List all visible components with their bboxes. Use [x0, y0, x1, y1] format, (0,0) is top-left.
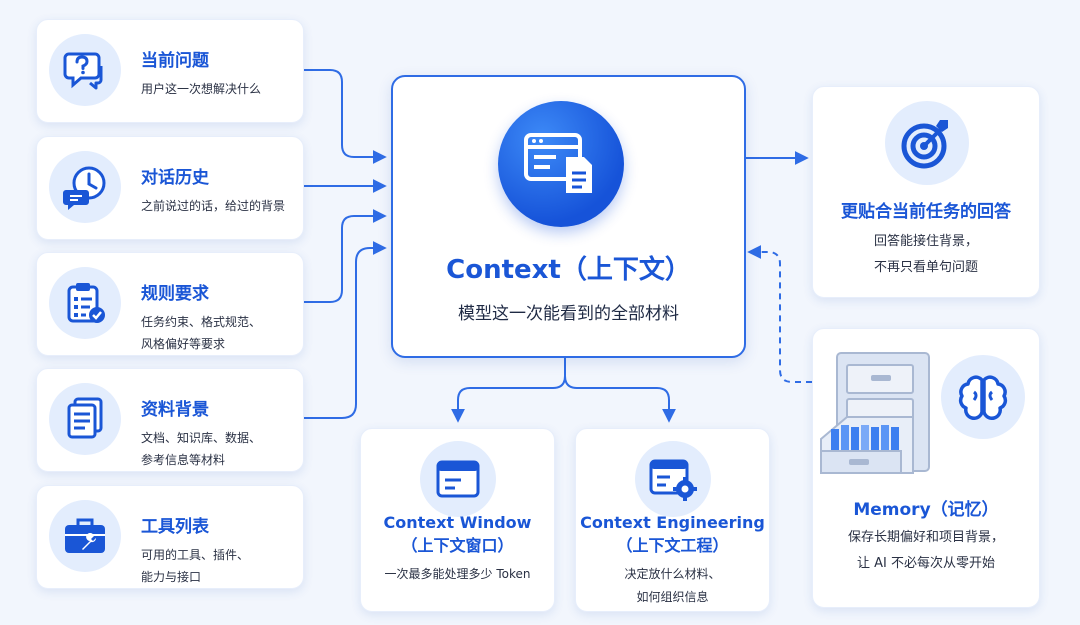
- toolbox-icon: [49, 500, 121, 572]
- history-title: 对话历史: [141, 168, 209, 188]
- left-card-data: 资料背景 文档、知识库、数据、 参考信息等材料: [36, 368, 304, 472]
- history-desc: 之前说过的话，给过的背景: [141, 199, 286, 213]
- context-window-title: Context Window （上下文窗口）: [383, 513, 532, 555]
- arrow-context-split-right: [564, 375, 676, 423]
- memory-card: Memory（记忆） 保存长期偏好和项目背景， 让 AI 不必每次从零开始: [812, 328, 1040, 608]
- arrow-context-split: [451, 358, 566, 423]
- context-title: Context（上下文）: [446, 255, 691, 285]
- context-engineering-desc: 决定放什么材料、 如何组织信息: [624, 567, 721, 604]
- question-chat-icon: [49, 34, 121, 106]
- rules-title: 规则要求: [141, 284, 209, 304]
- context-window-desc: 一次最多能处理多少 Token: [384, 567, 531, 581]
- window-gear-icon: [634, 441, 711, 517]
- left-card-rules: 规则要求 任务约束、格式规范、 风格偏好等要求: [36, 252, 304, 356]
- left-card-question: 当前问题 用户这一次想解决什么: [36, 19, 304, 123]
- memory-title: Memory（记忆）: [853, 500, 999, 520]
- context-box: Context（上下文） 模型这一次能看到的全部材料: [391, 75, 746, 358]
- target-icon: [885, 101, 969, 185]
- data-desc: 文档、知识库、数据、 参考信息等材料: [141, 431, 262, 467]
- browser-window-icon: [419, 441, 496, 517]
- window-document-icon: [498, 101, 624, 227]
- output-title: 更贴合当前任务的回答: [841, 202, 1011, 222]
- question-desc: 用户这一次想解决什么: [141, 82, 262, 96]
- rules-desc: 任务约束、格式规范、 风格偏好等要求: [141, 315, 262, 351]
- output-desc: 回答能接住背景， 不再只看单句问题: [873, 234, 978, 275]
- context-desc: 模型这一次能看到的全部材料: [458, 304, 679, 324]
- arrow-data-to-context: [304, 241, 387, 419]
- documents-icon: [49, 383, 121, 455]
- left-card-history: 对话历史 之前说过的话，给过的背景: [36, 136, 304, 240]
- output-card: 更贴合当前任务的回答 回答能接住背景， 不再只看单句问题: [812, 86, 1040, 298]
- tools-desc: 可用的工具、插件、 能力与接口: [141, 548, 250, 584]
- clipboard-check-icon: [49, 267, 121, 339]
- context-window-card: Context Window （上下文窗口） 一次最多能处理多少 Token: [360, 428, 555, 612]
- history-clock-icon: [49, 151, 121, 223]
- brain-icon: [941, 355, 1025, 439]
- arrow-question-to-context: [304, 69, 387, 164]
- context-engineering-title: Context Engineering （上下文工程）: [580, 513, 765, 555]
- context-engineering-card: Context Engineering （上下文工程） 决定放什么材料、 如何组…: [575, 428, 770, 612]
- data-title: 资料背景: [141, 400, 209, 420]
- arrow-rules-to-context: [304, 209, 387, 303]
- file-cabinet-icon: [817, 347, 937, 483]
- memory-desc: 保存长期偏好和项目背景， 让 AI 不必每次从零开始: [847, 530, 1004, 571]
- question-title: 当前问题: [141, 51, 209, 71]
- arrow-memory-to-context: [747, 245, 812, 383]
- left-card-tools: 工具列表 可用的工具、插件、 能力与接口: [36, 485, 304, 589]
- tools-title: 工具列表: [141, 517, 209, 537]
